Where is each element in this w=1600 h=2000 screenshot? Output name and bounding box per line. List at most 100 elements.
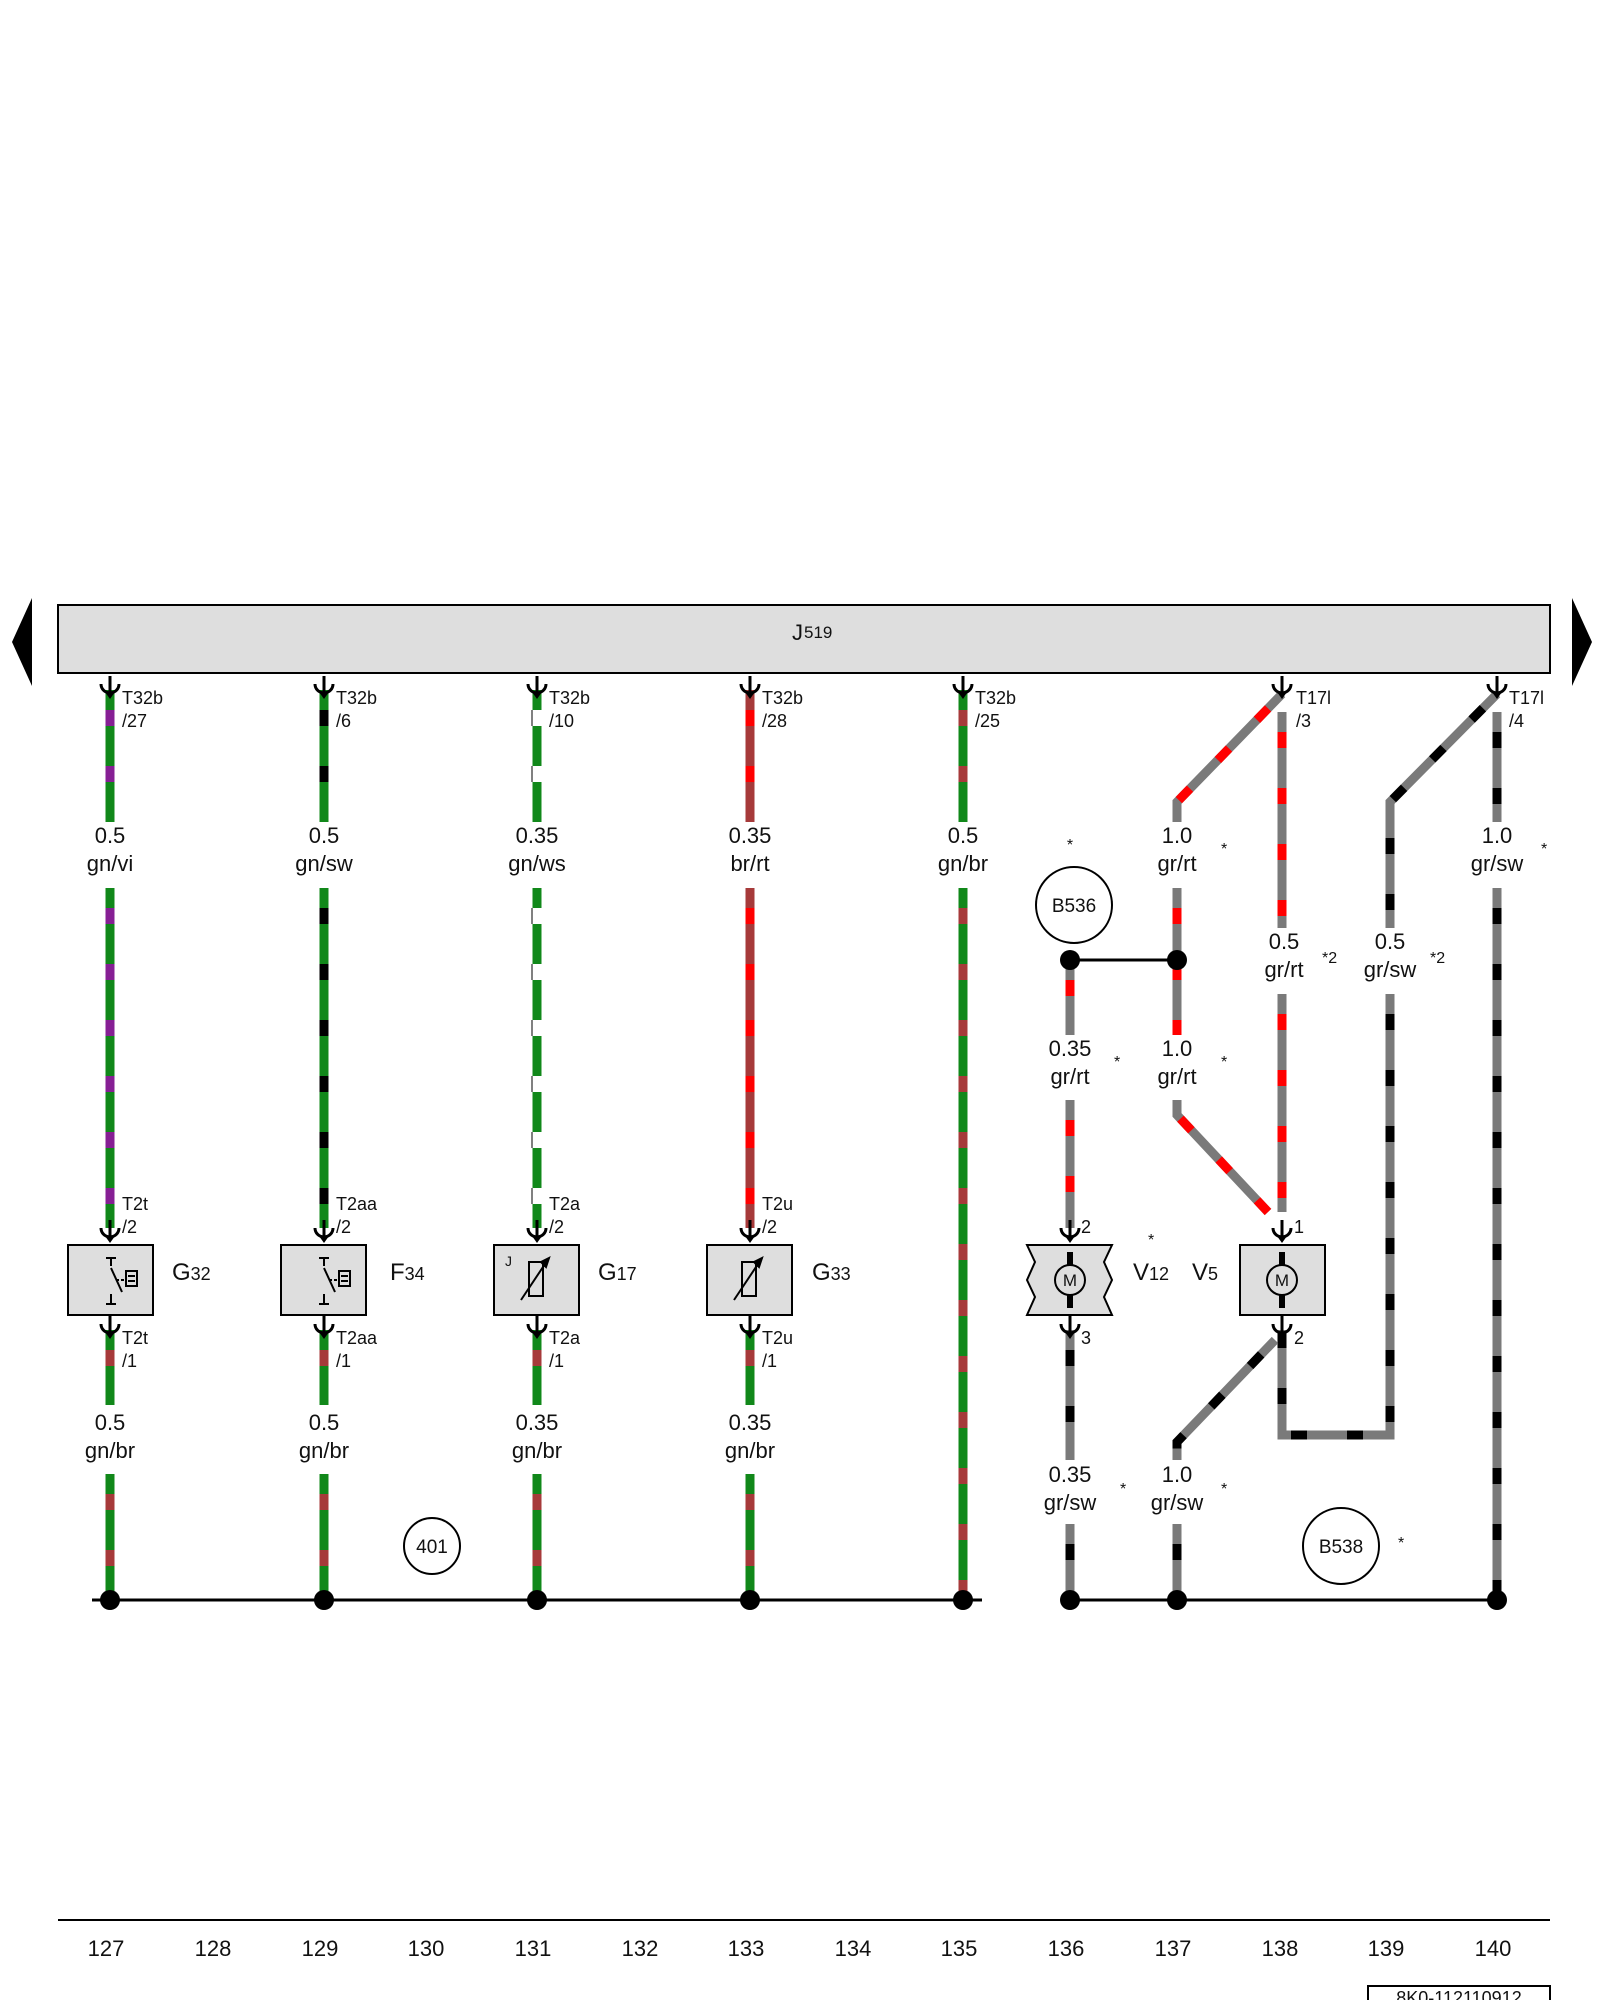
ground-junction-dot bbox=[100, 1590, 120, 1610]
wire-label-color: gr/sw bbox=[1471, 851, 1524, 876]
ground-junction-dot bbox=[1167, 1590, 1187, 1610]
diagram-id-box bbox=[1367, 1985, 1551, 2000]
connector-label: T2a bbox=[549, 1194, 581, 1214]
switch-icon bbox=[319, 1257, 351, 1305]
component-v5-name: V5 bbox=[1192, 1259, 1218, 1286]
reference-circle-401[interactable] bbox=[403, 1517, 461, 1575]
connector-t32b-tip bbox=[319, 692, 329, 699]
component-f34-name: F34 bbox=[390, 1259, 425, 1286]
splice-junction-dot bbox=[1060, 950, 1080, 970]
pin-number-label: 3 bbox=[1081, 1328, 1091, 1348]
wire-label-note: * bbox=[1114, 1054, 1120, 1071]
motor-icon: M bbox=[1054, 1252, 1086, 1308]
wire-label-color: gn/ws bbox=[508, 851, 565, 876]
connector-label: /2 bbox=[336, 1217, 351, 1237]
connector-t17l-tip bbox=[1492, 692, 1502, 699]
connector-label: T2u bbox=[762, 1194, 793, 1214]
wire-label-color: gn/vi bbox=[87, 851, 133, 876]
wire-gr-sw-stripe bbox=[1385, 690, 1501, 928]
grid-number: 133 bbox=[728, 1936, 765, 1961]
connector-label: /3 bbox=[1296, 711, 1311, 731]
wire-label-color: gn/br bbox=[725, 1438, 775, 1463]
connector-label: T32b bbox=[975, 688, 1016, 708]
grid-number: 134 bbox=[835, 1936, 872, 1961]
ground-junction-dot bbox=[1487, 1590, 1507, 1610]
previous-page-arrow-icon[interactable] bbox=[12, 598, 32, 686]
connector-t2-bottom-tip bbox=[105, 1332, 115, 1339]
wire-label-note: * bbox=[1221, 841, 1227, 858]
component-v12-name: V12 bbox=[1133, 1259, 1169, 1286]
junction-dots bbox=[100, 950, 1507, 1610]
connector-label: /28 bbox=[762, 711, 787, 731]
control-unit-label: J519 bbox=[792, 620, 832, 645]
wire-gr-rt bbox=[1172, 690, 1286, 822]
connector-v5-bottom-tip bbox=[1277, 1332, 1287, 1339]
wire-label-size: 1.0 bbox=[1162, 823, 1193, 848]
wire-label-color: gr/rt bbox=[1264, 957, 1303, 982]
connector-label: T32b bbox=[549, 688, 590, 708]
wire-label-size: 0.5 bbox=[1269, 929, 1300, 954]
wire-label-note: * bbox=[1120, 1481, 1126, 1498]
component-g33-name: G33 bbox=[812, 1259, 851, 1286]
v12-star-mark: * bbox=[1148, 1232, 1154, 1249]
wire-gr-rt-stripe bbox=[1172, 690, 1286, 822]
wire-label-note: * bbox=[1541, 841, 1547, 858]
grid-number: 128 bbox=[195, 1936, 232, 1961]
wire-label-size: 0.5 bbox=[309, 823, 340, 848]
connector-label: /1 bbox=[122, 1351, 137, 1371]
wire-label-color: gn/br bbox=[85, 1438, 135, 1463]
wire-label-color: gr/sw bbox=[1151, 1490, 1204, 1515]
wire-gr-rt bbox=[1172, 1100, 1272, 1216]
ground-junction-dot bbox=[1060, 1590, 1080, 1610]
connector-t2-bottom-tip bbox=[745, 1332, 755, 1339]
connector-label: T2a bbox=[549, 1328, 581, 1348]
connector-labels: T32b /27 T32b /6 T32b /10 T32b /28 T32b … bbox=[122, 688, 1544, 1371]
connector-label: /6 bbox=[336, 711, 351, 731]
reference-circle-b538[interactable] bbox=[1302, 1507, 1380, 1585]
connector-label: /25 bbox=[975, 711, 1000, 731]
wire-label-size: 0.5 bbox=[95, 1410, 126, 1435]
component-names: G32 F34 G17 G33 V12 * V5 bbox=[172, 1232, 1218, 1286]
component-g17-box[interactable] bbox=[493, 1244, 580, 1316]
connector-t17l-tip bbox=[1277, 692, 1287, 699]
wire-gr-sw-stripe bbox=[1277, 994, 1395, 1440]
wire-label-color: gn/sw bbox=[295, 851, 353, 876]
connector-label: T2aa bbox=[336, 1194, 378, 1214]
wire-label-color: gr/rt bbox=[1157, 851, 1196, 876]
wire-label-note: * bbox=[1221, 1054, 1227, 1071]
next-page-arrow-icon[interactable] bbox=[1572, 598, 1592, 686]
wire-label-size: 1.0 bbox=[1482, 823, 1513, 848]
circle-references: B536 * 401 B538 * bbox=[403, 837, 1404, 1585]
reference-circle-b536[interactable] bbox=[1035, 866, 1113, 944]
connector-label: /2 bbox=[762, 1217, 777, 1237]
grid-number: 129 bbox=[302, 1936, 339, 1961]
grid-number: 137 bbox=[1155, 1936, 1192, 1961]
connector-label: T2t bbox=[122, 1328, 148, 1348]
connector-t32b-tip bbox=[745, 692, 755, 699]
wire-label-size: 0.5 bbox=[1375, 929, 1406, 954]
temperature-sensor-icon bbox=[520, 1256, 551, 1301]
b536-top-star: * bbox=[1067, 837, 1073, 854]
wire-label-color: gn/br bbox=[938, 851, 988, 876]
reference-401-label: 401 bbox=[416, 1537, 448, 1558]
wire-label-size: 0.5 bbox=[948, 823, 979, 848]
ground-junction-dot bbox=[953, 1590, 973, 1610]
component-g17-name: G17 bbox=[598, 1259, 637, 1286]
wire-label-size: 0.35 bbox=[516, 1410, 559, 1435]
wire-label-size: 1.0 bbox=[1162, 1036, 1193, 1061]
switch-icon bbox=[106, 1257, 138, 1305]
wire-gr-sw bbox=[1385, 690, 1501, 928]
connector-label: /1 bbox=[549, 1351, 564, 1371]
ground-junction-dot bbox=[740, 1590, 760, 1610]
connector-label: T32b bbox=[762, 688, 803, 708]
pin-number-label: 1 bbox=[1294, 1217, 1304, 1237]
wire-gr-sw bbox=[1277, 994, 1395, 1440]
component-g33-box[interactable] bbox=[706, 1244, 793, 1316]
connector-t32b-tip bbox=[958, 692, 968, 699]
reference-b536-label: B536 bbox=[1052, 896, 1096, 917]
wire-label-color: gr/rt bbox=[1050, 1064, 1089, 1089]
wire-label-size: 0.35 bbox=[729, 1410, 772, 1435]
connector-label: T2t bbox=[122, 1194, 148, 1214]
